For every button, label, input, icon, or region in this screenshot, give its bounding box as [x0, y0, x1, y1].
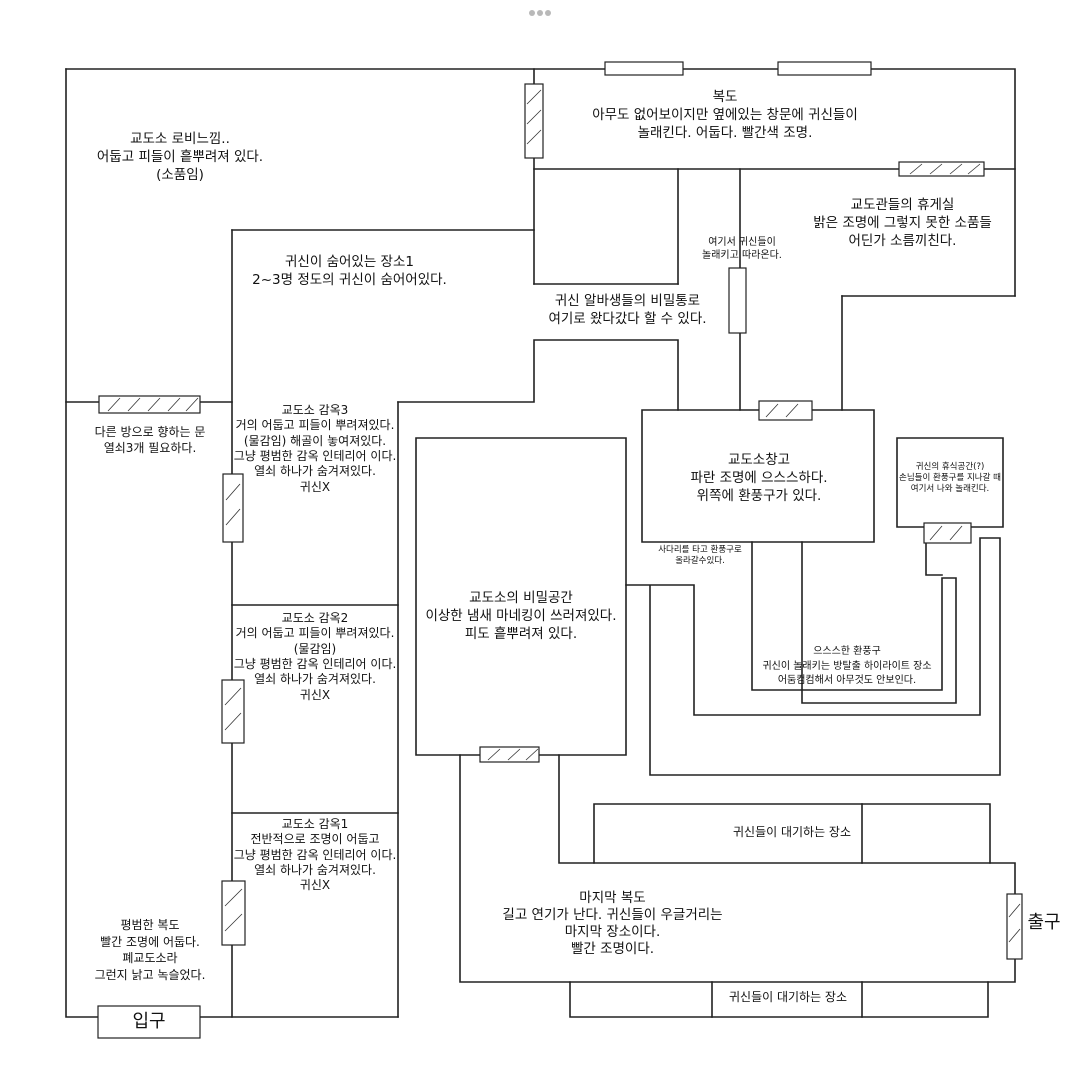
door-warehouse [758, 400, 813, 421]
door-rest-space [923, 522, 972, 544]
door-exit [1006, 893, 1023, 960]
door-lobby [98, 395, 201, 414]
secret-space-label: 교도소의 비밀공간 이상한 냄새 마네킹이 쓰러져있다. 피도 흩뿌려져 있다. [425, 590, 617, 642]
warehouse-label: 교도소창고 파란 조명에 으스스하다. 위쪽에 환풍구가 있다. [690, 452, 828, 504]
plain-corridor-label: 평범한 복도 빨간 조명에 어둡다. 폐교도소라 그런지 낡고 녹슬었다. [94, 918, 206, 982]
cell2-label: 교도소 감옥2 거의 어둡고 피들이 뿌려져있다. (물감임) 그냥 평범한 감… [233, 611, 397, 702]
more-options-icon[interactable] [526, 6, 554, 20]
entrance-label: 입구 [132, 1011, 166, 1032]
door-top-2 [777, 61, 872, 76]
hide-spot-1-label: 귀신이 숨어있는 장소1 2~3명 정도의 귀신이 숨어어있다. [252, 254, 447, 288]
final-corridor-label: 마지막 복도 길고 연기가 난다. 귀신들이 우글거리는 마지막 장소이다. 빨… [502, 890, 723, 957]
waiting-area-top-label: 귀신들이 대기하는 장소 [732, 825, 852, 839]
corridor-label: 복도 아무도 없어보이지만 옆에있는 창문에 귀신들이 놀래킨다. 어둡다. 빨… [592, 89, 858, 141]
door-lounge [898, 161, 985, 177]
cell3-label: 교도소 감옥3 거의 어둡고 피들이 뿌려져있다. (물감임) 해골이 놓여져있… [233, 403, 397, 494]
walls [65, 68, 1016, 1018]
secret-passage-label: 귀신 알바생들의 비밀통로 여기로 왔다갔다 할 수 있다. [548, 293, 707, 327]
door-top-1 [604, 61, 684, 76]
waiting-area-bottom-label: 귀신들이 대기하는 장소 [728, 990, 848, 1004]
door-passage [728, 267, 747, 334]
exit-label: 출구 [1027, 912, 1061, 933]
door-secret-space [479, 746, 540, 763]
vent-label: 으스스한 환풍구 귀신이 놀래키는 방탈출 하이라이트 장소 어둠컴컴해서 아무… [762, 646, 932, 686]
locked-door-note: 다른 방으로 향하는 문 열쇠3개 필요하다. [94, 425, 206, 455]
door-corridor-left [524, 83, 544, 159]
door-entrance [97, 1005, 201, 1039]
rest-space-label: 귀신의 휴식공간(?) 손님들이 환풍구를 지나갈 때 여기서 나와 놀래킨다. [899, 462, 1001, 495]
lobby-label: 교도소 로비느낌.. 어둡고 피들이 흩뿌려져 있다. (소품임) [96, 131, 264, 183]
guard-lounge-label: 교도관들의 휴게실 밝은 조명에 그렇지 못한 소품들 어딘가 소름끼친다. [813, 197, 992, 249]
door-cell3 [222, 473, 244, 543]
ghost-note-label: 여기서 귀신들이 놀래키고 따라온다. [702, 237, 782, 262]
cell1-label: 교도소 감옥1 전반적으로 조명이 어둡고 그냥 평범한 감옥 인테리어 이다.… [233, 817, 397, 893]
doors [97, 61, 1023, 1039]
ladder-note: 사다리를 타고 환풍구로 올라갈수있다. [658, 545, 742, 567]
door-cell2 [221, 679, 245, 744]
door-cell1 [221, 880, 246, 946]
